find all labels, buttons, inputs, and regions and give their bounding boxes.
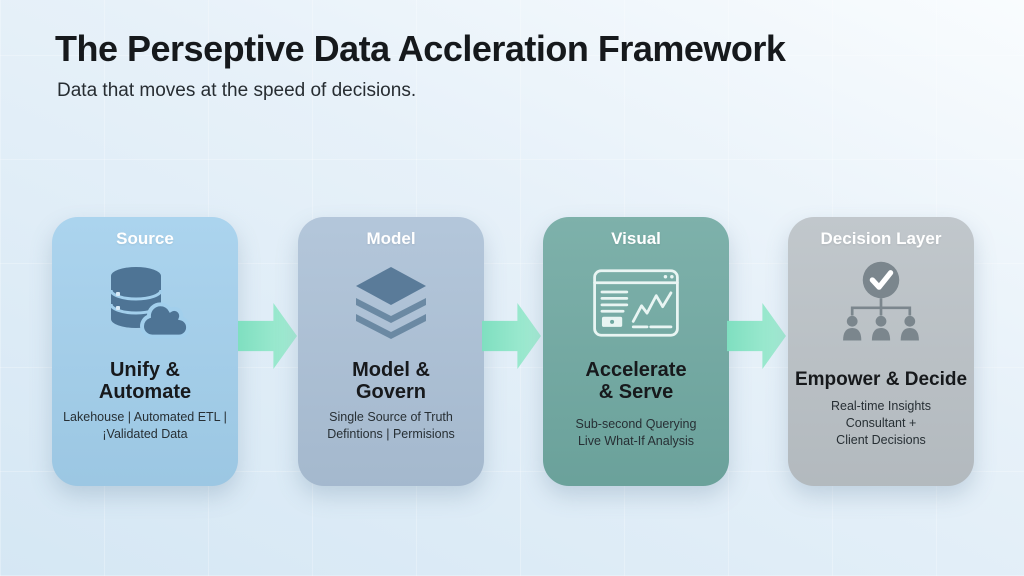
card-decision-layer-title: Empower & Decide	[794, 369, 968, 390]
slide-subtitle: Data that moves at the speed of decision…	[57, 80, 417, 101]
card-visual: Visual Accel	[543, 217, 729, 486]
card-source-title: Unify & Automate	[98, 359, 192, 404]
flow-arrow	[238, 303, 297, 369]
card-source: Source Unify & Automate Lakehouse | Auto…	[52, 217, 238, 486]
card-source-subtext: Lakehouse | Automated ETL | ¡Validated D…	[63, 409, 227, 441]
card-decision-layer: Decision Layer Empower & Decide	[788, 217, 974, 486]
card-model-header: Model	[366, 229, 416, 248]
database-cloud-icon	[100, 255, 190, 351]
card-decision-layer-subtext: Real-time Insights Consultant + Client D…	[830, 399, 932, 448]
flow-arrow	[727, 303, 786, 369]
card-model: Model Model & Govern Single Source of Tr…	[298, 217, 484, 486]
card-visual-header: Visual	[611, 229, 661, 248]
approval-team-icon	[833, 255, 929, 351]
dashboard-chart-icon	[590, 255, 682, 351]
flow-arrow	[482, 303, 541, 369]
card-model-subtext: Single Source of Truth Defintions | Perm…	[327, 409, 455, 441]
card-visual-title: Accelerate & Serve	[585, 359, 687, 404]
card-model-title: Model & Govern	[352, 359, 430, 404]
slide-title: The Perseptive Data Accleration Framewor…	[55, 28, 786, 69]
card-visual-subtext: Sub-second Querying Live What-If Analysi…	[575, 416, 697, 448]
layers-icon	[346, 255, 436, 351]
card-decision-layer-header: Decision Layer	[820, 229, 942, 248]
card-source-header: Source	[116, 229, 174, 248]
